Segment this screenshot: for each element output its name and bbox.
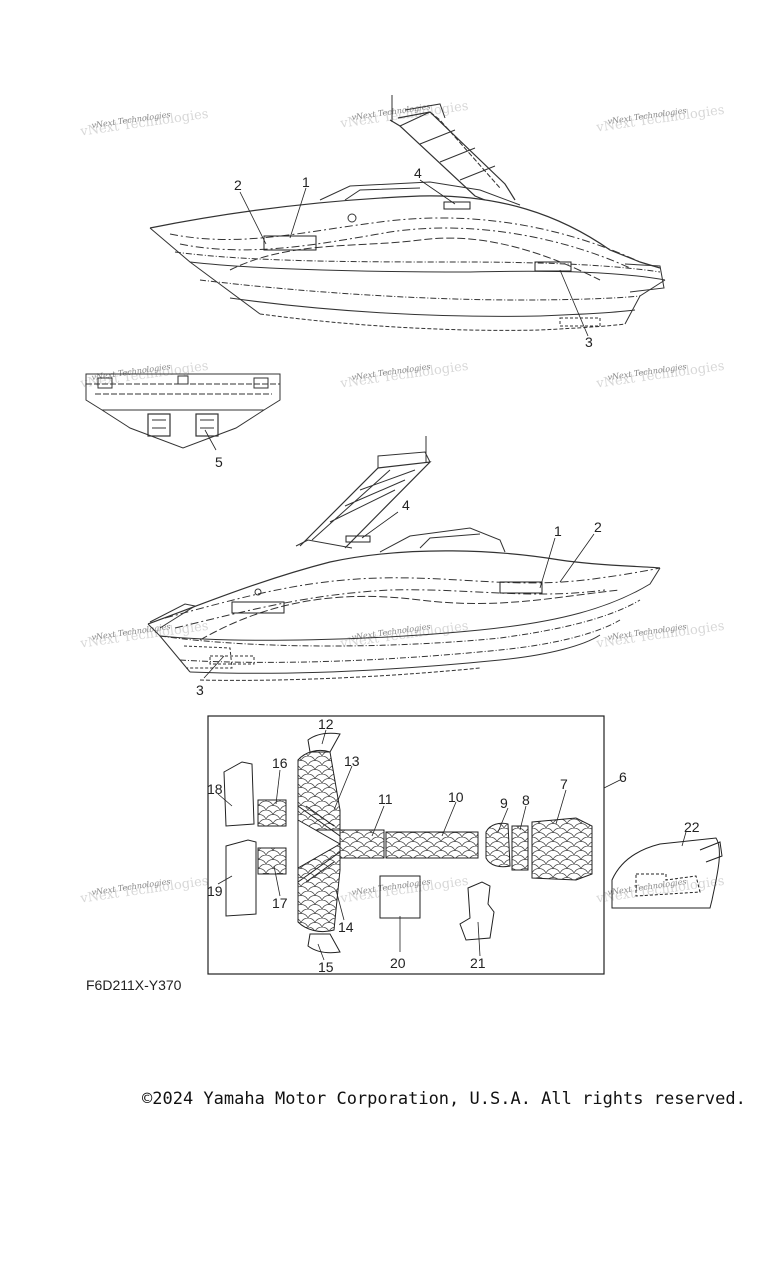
callout-labels: 1 2 3 4 5 1 2 3 4 6 7 8 9 10 11 12 13 14… [196, 165, 700, 975]
callout-2: 2 [234, 177, 242, 193]
mat-piece-7 [531, 817, 593, 881]
boat-side-view-starboard [149, 95, 666, 331]
callout-7: 7 [560, 776, 568, 792]
figure-code: F6D211X-Y370 [86, 977, 182, 993]
callout-19: 19 [207, 883, 223, 899]
callout-13: 13 [344, 753, 360, 769]
mat-piece-9 [485, 822, 511, 868]
boat1-leaders [239, 179, 589, 337]
mat-piece-15 [307, 933, 341, 954]
callout-10: 10 [448, 789, 464, 805]
callout-8: 8 [522, 792, 530, 808]
callout-9: 9 [500, 795, 508, 811]
callout-16: 16 [272, 755, 288, 771]
part-22-console-decal [611, 831, 723, 909]
mat-piece-21 [459, 881, 495, 941]
callout-14: 14 [338, 919, 354, 935]
callout-6: 6 [619, 769, 627, 785]
mat-piece-8 [511, 825, 529, 871]
mat-piece-19 [225, 839, 257, 917]
mat-piece-10 [385, 831, 479, 859]
callout-3: 3 [196, 682, 204, 698]
boat-side-view-port [147, 436, 661, 681]
callout-12: 12 [318, 716, 334, 732]
boat2-leaders [203, 511, 595, 679]
callout-4: 4 [402, 497, 410, 513]
copyright-notice: ©2024 Yamaha Motor Corporation, U.S.A. A… [142, 1089, 746, 1109]
callout-1: 1 [554, 523, 562, 539]
callout-3: 3 [585, 334, 593, 350]
callout-1: 1 [302, 174, 310, 190]
mat-piece-16 [257, 799, 287, 827]
mat-piece-17 [257, 847, 287, 875]
mat-piece-11 [339, 829, 385, 859]
callout-2: 2 [594, 519, 602, 535]
callout-22: 22 [684, 819, 700, 835]
mat-piece-13 [297, 749, 341, 831]
callout-5: 5 [215, 454, 223, 470]
callout-4: 4 [414, 165, 422, 181]
callout-15: 15 [318, 959, 334, 975]
callout-21: 21 [470, 955, 486, 971]
mat-piece-12 [307, 732, 341, 753]
callout-5-leader [204, 429, 217, 451]
mat-piece-14 [297, 843, 341, 933]
callout-18: 18 [207, 781, 223, 797]
mat-pieces [223, 732, 593, 954]
callout-11: 11 [378, 791, 393, 807]
mat-piece-18 [223, 761, 255, 827]
mat-kit-frame [207, 715, 621, 975]
callout-20: 20 [390, 955, 406, 971]
callout-17: 17 [272, 895, 288, 911]
mat-kit-leaders [217, 729, 567, 961]
